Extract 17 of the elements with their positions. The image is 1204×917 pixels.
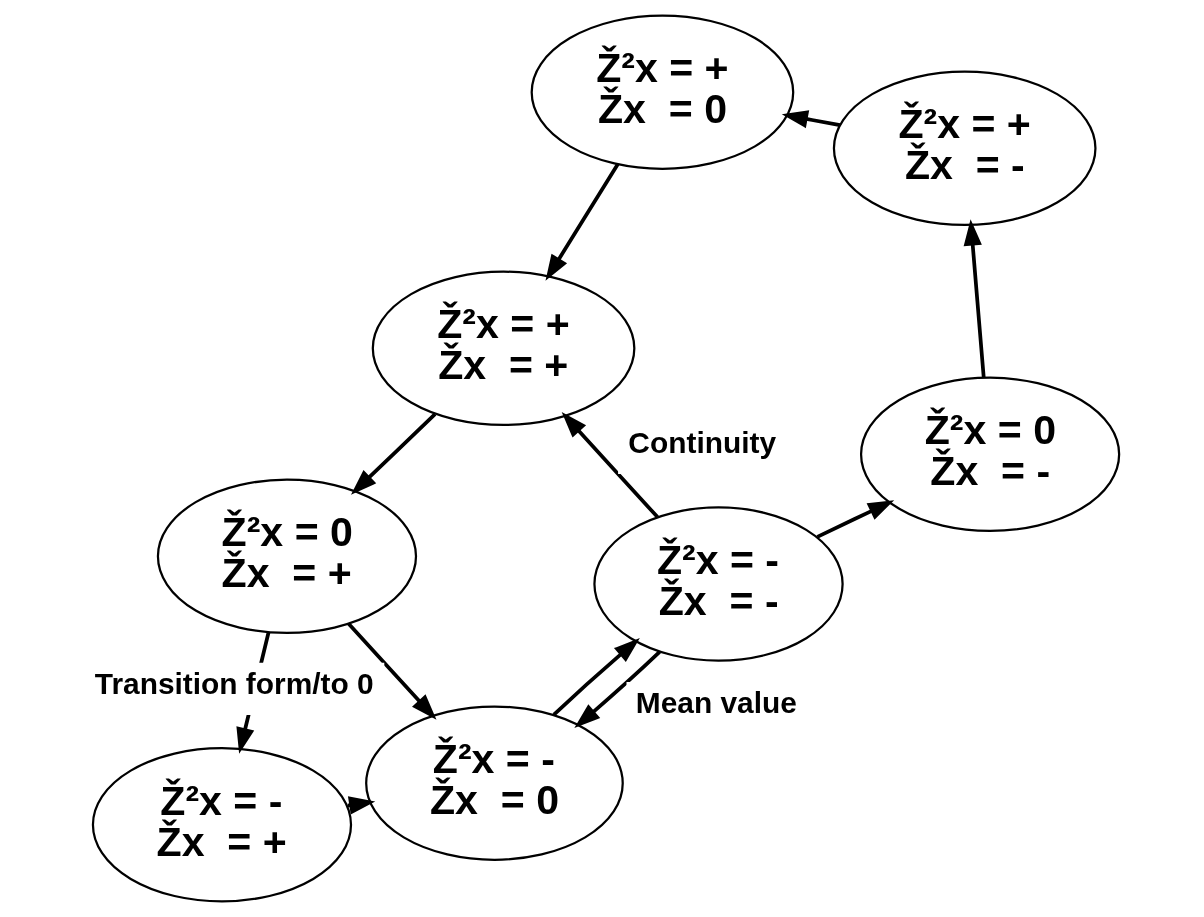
node-ellipse: Ž²x = + Žx = +	[371, 270, 635, 427]
arrow	[552, 638, 640, 717]
node-ellipse: Ž²x = 0 Žx = -	[859, 376, 1120, 533]
arrow	[350, 412, 436, 495]
edge-label: Continuity	[627, 425, 776, 459]
arrow	[963, 219, 986, 378]
arrow	[573, 650, 661, 729]
arrow	[781, 110, 840, 129]
arrow	[561, 412, 659, 519]
edge-label: Transition form/to 0	[94, 667, 374, 701]
node-ellipse: Ž²x = + Žx = -	[832, 70, 1097, 227]
arrow	[545, 163, 619, 281]
node-ellipse: Ž²x = + Žx = 0	[530, 14, 794, 170]
arrow	[346, 622, 436, 720]
edge-label: Mean value	[635, 686, 797, 720]
arrow	[816, 500, 894, 539]
node-ellipse: Ž²x = 0 Žx = +	[156, 478, 417, 635]
